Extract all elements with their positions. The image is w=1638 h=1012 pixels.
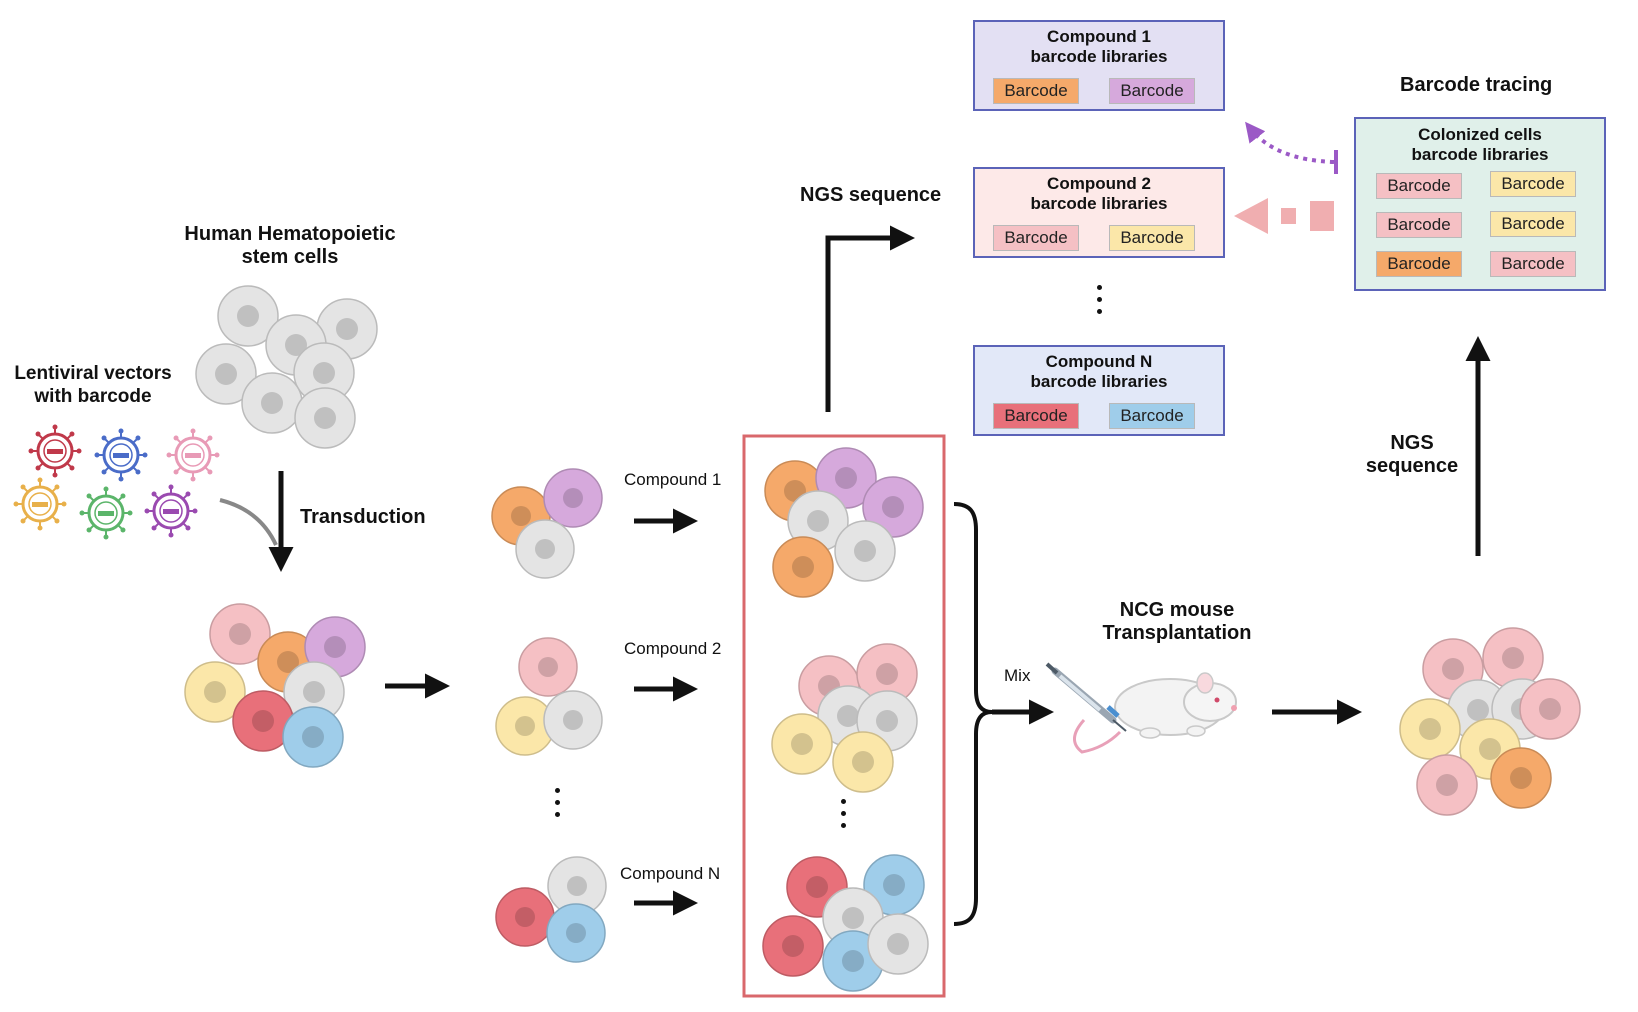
barcode-tracing-label: Barcode tracing bbox=[1400, 74, 1553, 96]
colonized-barcode-chip: Barcode bbox=[1376, 251, 1462, 277]
transduction-label: Transduction bbox=[300, 506, 426, 528]
syringe-illustration bbox=[1045, 662, 1127, 732]
panel-compound-1-cell bbox=[772, 536, 834, 598]
hsc-cell bbox=[241, 372, 303, 434]
compound-1-library-title: Compound 1 barcode libraries bbox=[1030, 27, 1168, 66]
compound-n-cell bbox=[546, 903, 606, 963]
cells-layer bbox=[184, 285, 1581, 992]
transduced-cell bbox=[232, 690, 294, 752]
compound-1-library-box: Compound 1 barcode libraries Barcode Bar… bbox=[973, 20, 1225, 111]
ngs-sequence-top-label: NGS sequence bbox=[800, 184, 942, 206]
panel-compound-1-cell bbox=[815, 447, 877, 509]
dashed-trace-arrow bbox=[1234, 198, 1334, 234]
transduction-swoosh bbox=[219, 498, 278, 546]
compound-n-library-box: Compound N barcode libraries Barcode Bar… bbox=[973, 345, 1225, 436]
compound-1-label: Compound 1 bbox=[624, 470, 722, 489]
panel-compound-1-cell bbox=[862, 476, 924, 538]
mouse-illustration bbox=[1073, 672, 1237, 754]
ellipsis-panel bbox=[841, 799, 847, 835]
lentivirus-icon bbox=[94, 428, 148, 482]
panel-compound-1-cell bbox=[834, 520, 896, 582]
hsc-cell bbox=[195, 343, 257, 405]
colonized-barcode-chip: Barcode bbox=[1490, 211, 1576, 237]
transduced-cell bbox=[282, 706, 344, 768]
compound-1-barcode-chip: Barcode bbox=[1109, 78, 1195, 104]
compound-n-library-title: Compound N barcode libraries bbox=[1030, 352, 1168, 391]
compound-1-barcode-chip: Barcode bbox=[993, 78, 1079, 104]
lentivirus-icon bbox=[166, 428, 220, 482]
compound-2-barcode-chip: Barcode bbox=[993, 225, 1079, 251]
dotted-trace-arrow bbox=[1245, 121, 1335, 164]
colonized-cell bbox=[1399, 698, 1461, 760]
ellipsis-libraries bbox=[1097, 285, 1103, 321]
compound-panel bbox=[742, 434, 946, 998]
panel-compound-n-cell bbox=[762, 915, 824, 977]
compound-n-barcode-chip: Barcode bbox=[1109, 403, 1195, 429]
panel-compound-2-cell bbox=[856, 643, 918, 705]
colonized-cell bbox=[1416, 754, 1478, 816]
compound-1-cell bbox=[543, 468, 603, 528]
mix-label: Mix bbox=[1004, 666, 1031, 685]
lentivirus-icon bbox=[79, 486, 133, 540]
colonized-barcode-chip: Barcode bbox=[1376, 212, 1462, 238]
compound-2-library-title: Compound 2 barcode libraries bbox=[1030, 174, 1168, 213]
compound-2-cell bbox=[543, 690, 603, 750]
transduced-cell bbox=[184, 661, 246, 723]
compound-n-barcode-chip: Barcode bbox=[993, 403, 1079, 429]
colonized-barcode-chip: Barcode bbox=[1490, 171, 1576, 197]
colonized-cell bbox=[1490, 747, 1552, 809]
mix-brace bbox=[953, 502, 993, 926]
compound-2-cell bbox=[495, 696, 555, 756]
panel-compound-n-cell bbox=[867, 913, 929, 975]
panel-compound-2-cell bbox=[771, 713, 833, 775]
ellipsis-compounds bbox=[555, 788, 561, 824]
compound-n-cell bbox=[495, 887, 555, 947]
compound-2-library-box: Compound 2 barcode libraries Barcode Bar… bbox=[973, 167, 1225, 258]
ngs-elbow-arrow bbox=[825, 225, 915, 412]
compound-n-label: Compound N bbox=[620, 864, 721, 883]
colonized-cell bbox=[1482, 627, 1544, 689]
colonized-library-title: Colonized cells barcode libraries bbox=[1411, 125, 1549, 164]
transduced-cell bbox=[209, 603, 271, 665]
compound-2-cell bbox=[518, 637, 578, 697]
compound-2-label: Compound 2 bbox=[624, 639, 722, 658]
colonized-barcode-chip: Barcode bbox=[1376, 173, 1462, 199]
lentiviral-label: Lentiviral vectors with barcode bbox=[14, 363, 172, 407]
compound-1-cell bbox=[515, 519, 575, 579]
ncg-label: NCG mouse Transplantation bbox=[1102, 599, 1252, 644]
panel-compound-2-cell bbox=[832, 731, 894, 793]
compound-2-barcode-chip: Barcode bbox=[1109, 225, 1195, 251]
hsc-cell bbox=[217, 285, 279, 347]
lentivirus-icon bbox=[144, 484, 198, 538]
virus-layer bbox=[13, 424, 220, 540]
lentivirus-icon bbox=[13, 477, 67, 531]
colonized-barcode-chip: Barcode bbox=[1490, 251, 1576, 277]
hsc-label: Human Hematopoietic stem cells bbox=[184, 223, 396, 268]
colonized-library-box: Colonized cells barcode libraries Barcod… bbox=[1354, 117, 1606, 291]
colonized-cell bbox=[1519, 678, 1581, 740]
transduced-cell bbox=[283, 661, 345, 723]
ngs-sequence-right-label: NGS sequence bbox=[1365, 432, 1459, 477]
lentivirus-icon bbox=[28, 424, 82, 478]
hsc-cell bbox=[294, 387, 356, 449]
